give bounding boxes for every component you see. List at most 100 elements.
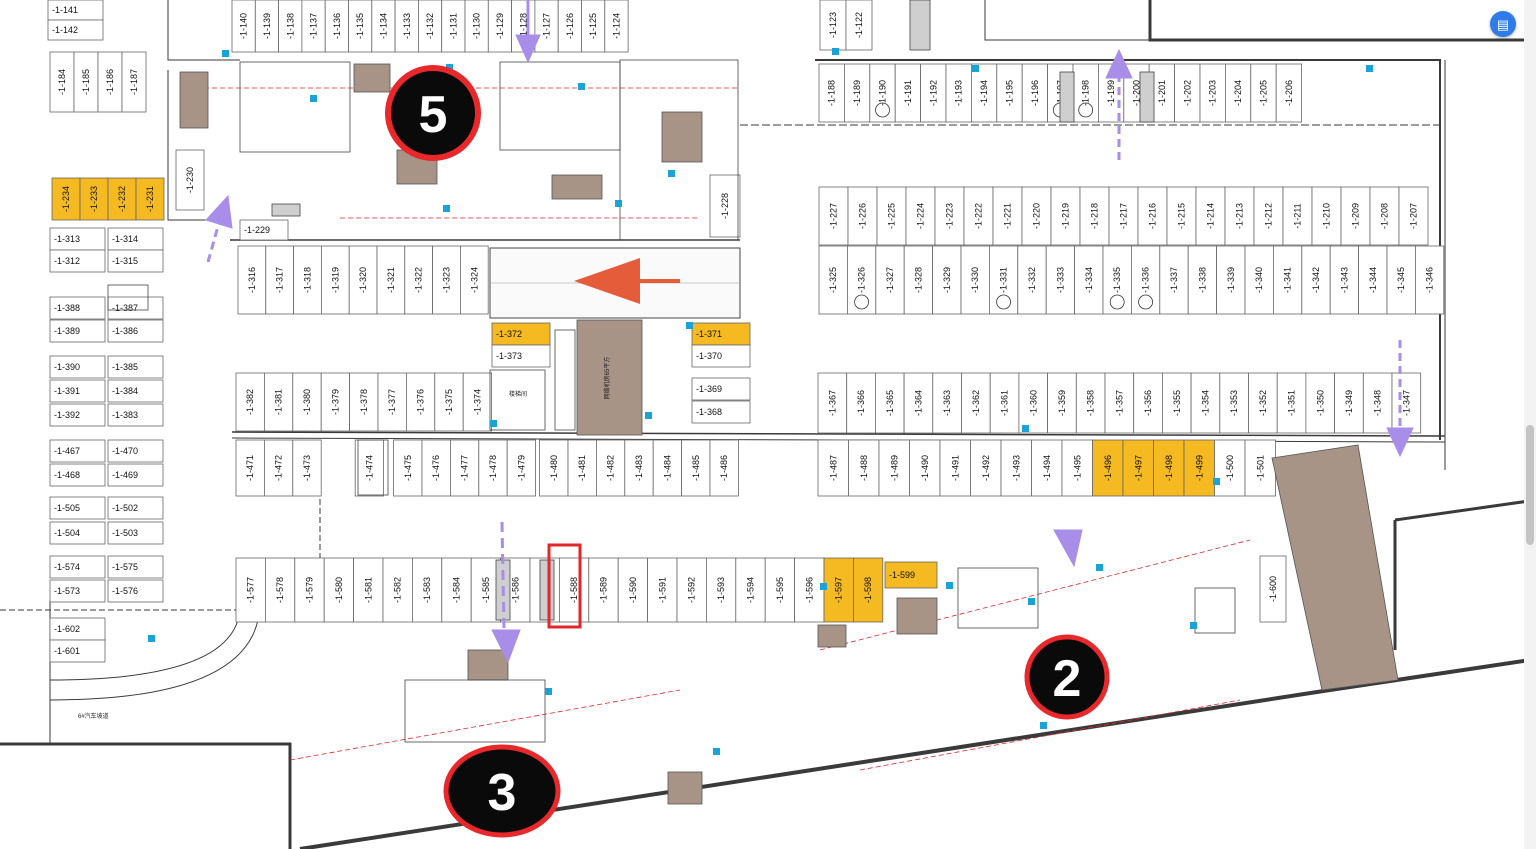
parking-slot-1_597[interactable]: -1-597 bbox=[823, 557, 854, 623]
parking-slot-1_343[interactable]: -1-343 bbox=[1329, 245, 1359, 315]
parking-slot-1_502[interactable]: -1-502 bbox=[107, 496, 164, 520]
parking-slot-1_196[interactable]: -1-196 bbox=[1021, 63, 1049, 123]
parking-slot-1_481[interactable]: -1-481 bbox=[567, 439, 597, 497]
parking-slot-1_363[interactable]: -1-363 bbox=[932, 372, 962, 434]
parking-slot-1_483[interactable]: -1-483 bbox=[624, 439, 654, 497]
parking-slot-1_360[interactable]: -1-360 bbox=[1018, 372, 1049, 434]
parking-slot-1_503[interactable]: -1-503 bbox=[107, 521, 164, 545]
parking-slot-1_480[interactable]: -1-480 bbox=[539, 439, 569, 497]
parking-slot-1_495[interactable]: -1-495 bbox=[1061, 439, 1093, 497]
parking-slot-1_467[interactable]: -1-467 bbox=[49, 439, 106, 463]
parking-slot-1_366[interactable]: -1-366 bbox=[846, 372, 876, 434]
parking-slot-1_382[interactable]: -1-382 bbox=[235, 372, 265, 432]
parking-slot-1_477[interactable]: -1-477 bbox=[449, 439, 480, 497]
parking-slot-1_340[interactable]: -1-340 bbox=[1244, 245, 1274, 315]
parking-slot-1_486[interactable]: -1-486 bbox=[709, 439, 739, 497]
parking-slot-1_575[interactable]: -1-575 bbox=[107, 555, 164, 579]
parking-slot-1_478[interactable]: -1-478 bbox=[478, 439, 508, 497]
parking-slot-1_491[interactable]: -1-491 bbox=[939, 439, 971, 497]
parking-slot-1_211[interactable]: -1-211 bbox=[1282, 186, 1313, 246]
parking-slot-1_122[interactable]: -1-122 bbox=[845, 0, 873, 51]
parking-slot-1_470[interactable]: -1-470 bbox=[107, 439, 164, 463]
parking-slot-1_488[interactable]: -1-488 bbox=[848, 439, 880, 497]
parking-slot-1_231[interactable]: -1-231 bbox=[135, 177, 165, 221]
parking-slot-1_137[interactable]: -1-137 bbox=[301, 0, 326, 53]
parking-slot-1_134[interactable]: -1-134 bbox=[371, 0, 396, 53]
parking-slot-1_591[interactable]: -1-591 bbox=[647, 557, 678, 623]
parking-slot-1_229[interactable]: -1-229 bbox=[239, 219, 289, 241]
parking-slot-1_355[interactable]: -1-355 bbox=[1162, 372, 1192, 434]
parking-slot-1_333[interactable]: -1-333 bbox=[1045, 245, 1075, 315]
parking-slot-1_313[interactable]: -1-313 bbox=[49, 227, 106, 251]
parking-slot-1_206[interactable]: -1-206 bbox=[1275, 63, 1302, 123]
parking-slot-1_497[interactable]: -1-497 bbox=[1122, 439, 1154, 497]
parking-slot-1_312[interactable]: -1-312 bbox=[49, 249, 106, 273]
parking-slot-1_191[interactable]: -1-191 bbox=[894, 63, 922, 123]
parking-slot-1_322[interactable]: -1-322 bbox=[404, 245, 433, 315]
parking-slot-1_504[interactable]: -1-504 bbox=[49, 521, 106, 545]
parking-slot-1_349[interactable]: -1-349 bbox=[1334, 372, 1364, 434]
parking-slot-1_499[interactable]: -1-499 bbox=[1183, 439, 1215, 497]
parking-slot-1_133[interactable]: -1-133 bbox=[394, 0, 419, 53]
parking-slot-1_204[interactable]: -1-204 bbox=[1225, 63, 1252, 123]
marker-3[interactable]: 3 bbox=[443, 744, 561, 838]
parking-slot-1_124[interactable]: -1-124 bbox=[604, 0, 629, 53]
parking-slot-1_141[interactable]: -1-141 bbox=[47, 0, 104, 21]
parking-slot-1_589[interactable]: -1-589 bbox=[588, 557, 619, 623]
parking-slot-1_576[interactable]: -1-576 bbox=[107, 579, 164, 603]
parking-slot-1_353[interactable]: -1-353 bbox=[1219, 372, 1249, 434]
parking-slot-1_321[interactable]: -1-321 bbox=[376, 245, 406, 315]
parking-slot-1_574[interactable]: -1-574 bbox=[49, 555, 106, 579]
parking-slot-1_601[interactable]: -1-601 bbox=[49, 639, 106, 663]
parking-slot-1_595[interactable]: -1-595 bbox=[764, 557, 796, 623]
parking-slot-1_232[interactable]: -1-232 bbox=[107, 177, 137, 221]
parking-slot-1_329[interactable]: -1-329 bbox=[932, 245, 962, 315]
parking-slot-1_217[interactable]: -1-217 bbox=[1108, 186, 1139, 246]
parking-slot-1_213[interactable]: -1-213 bbox=[1224, 186, 1255, 246]
parking-slot-1_590[interactable]: -1-590 bbox=[617, 557, 649, 623]
parking-slot-1_582[interactable]: -1-582 bbox=[382, 557, 413, 623]
parking-slot-1_379[interactable]: -1-379 bbox=[320, 372, 351, 432]
parking-slot-1_139[interactable]: -1-139 bbox=[254, 0, 280, 53]
parking-slot-1_583[interactable]: -1-583 bbox=[411, 557, 443, 623]
parking-slot-1_215[interactable]: -1-215 bbox=[1166, 186, 1197, 246]
parking-slot-1_381[interactable]: -1-381 bbox=[263, 372, 294, 432]
parking-slot-1_226[interactable]: -1-226 bbox=[847, 186, 878, 246]
parking-slot-1_596[interactable]: -1-596 bbox=[794, 557, 825, 623]
parking-slot-1_358[interactable]: -1-358 bbox=[1075, 372, 1106, 434]
parking-slot-1_214[interactable]: -1-214 bbox=[1195, 186, 1226, 246]
parking-slot-1_386[interactable]: -1-386 bbox=[107, 319, 164, 343]
parking-slot-1_316[interactable]: -1-316 bbox=[237, 245, 267, 315]
parking-slot-1_208[interactable]: -1-208 bbox=[1369, 186, 1400, 246]
parking-slot-1_317[interactable]: -1-317 bbox=[265, 245, 294, 315]
parking-slot-1_230[interactable]: -1-230 bbox=[175, 149, 205, 211]
parking-slot-1_376[interactable]: -1-376 bbox=[405, 372, 436, 432]
parking-slot-1_380[interactable]: -1-380 bbox=[292, 372, 322, 432]
parking-slot-1_334[interactable]: -1-334 bbox=[1074, 245, 1104, 315]
parking-slot-1_584[interactable]: -1-584 bbox=[441, 557, 472, 623]
marker-5[interactable]: 5 bbox=[385, 65, 481, 161]
parking-slot-1_335[interactable]: -1-335 bbox=[1102, 245, 1132, 315]
parking-slot-1_190[interactable]: -1-190 bbox=[869, 63, 896, 123]
parking-slot-1_210[interactable]: -1-210 bbox=[1311, 186, 1342, 246]
parking-slot-1_127[interactable]: -1-127 bbox=[534, 0, 559, 53]
parking-slot-1_578[interactable]: -1-578 bbox=[264, 557, 296, 623]
parking-slot-1_362[interactable]: -1-362 bbox=[961, 372, 991, 434]
parking-slot-1_233[interactable]: -1-233 bbox=[79, 177, 109, 221]
parking-slot-1_224[interactable]: -1-224 bbox=[905, 186, 936, 246]
parking-slot-1_474[interactable]: -1-474 bbox=[354, 439, 385, 497]
parking-slot-1_372[interactable]: -1-372 bbox=[491, 322, 551, 346]
parking-slot-1_326[interactable]: -1-326 bbox=[847, 245, 877, 315]
parking-slot-1_580[interactable]: -1-580 bbox=[323, 557, 355, 623]
parking-slot-1_385[interactable]: -1-385 bbox=[107, 355, 164, 379]
parking-slot-1_218[interactable]: -1-218 bbox=[1079, 186, 1110, 246]
parking-slot-1_500[interactable]: -1-500 bbox=[1214, 439, 1246, 497]
parking-slot-1_346[interactable]: -1-346 bbox=[1415, 245, 1445, 315]
parking-slot-1_325[interactable]: -1-325 bbox=[818, 245, 848, 315]
parking-slot-1_140[interactable]: -1-140 bbox=[231, 0, 256, 53]
parking-slot-1_227[interactable]: -1-227 bbox=[818, 186, 849, 246]
parking-slot-1_207[interactable]: -1-207 bbox=[1398, 186, 1429, 246]
parking-slot-1_188[interactable]: -1-188 bbox=[818, 63, 845, 123]
parking-slot-1_487[interactable]: -1-487 bbox=[817, 439, 849, 497]
parking-slot-1_588[interactable]: -1-588 bbox=[559, 557, 590, 623]
